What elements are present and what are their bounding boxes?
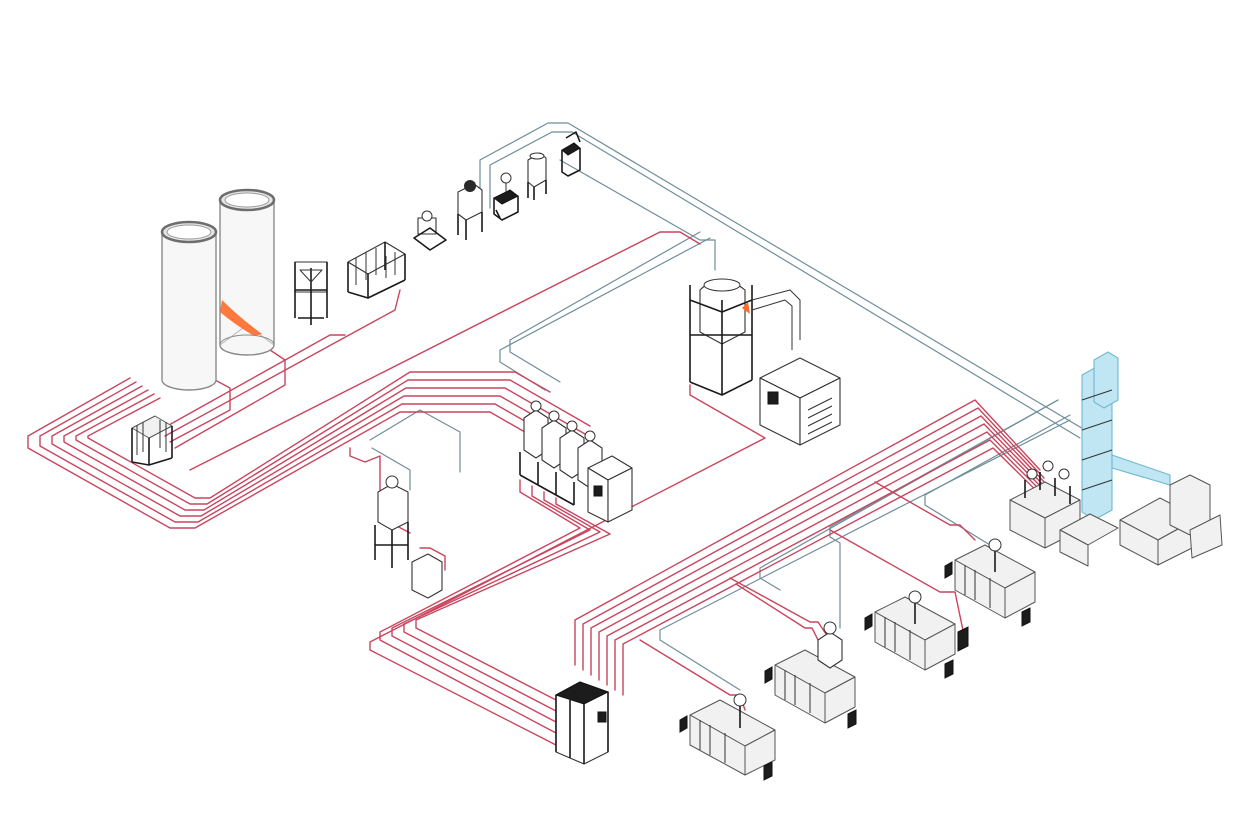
small-loader-1: [413, 210, 447, 251]
material-line: [63, 387, 586, 511]
material-line: [189, 231, 701, 471]
material-line: [27, 377, 571, 529]
material-line: [403, 491, 601, 712]
material-line: [169, 379, 231, 443]
material-line: [622, 447, 1065, 696]
material-line: [729, 577, 831, 641]
silo-discharge-station: [294, 261, 328, 325]
material-line: [51, 385, 581, 517]
small-loader-3: [493, 172, 519, 221]
material-line: [415, 497, 611, 701]
vacuum-line: [369, 409, 461, 473]
material-line: [174, 349, 286, 449]
material-lines: [27, 231, 1065, 746]
injection-machine-2: [864, 590, 969, 679]
material-line: [87, 371, 551, 499]
material-line: [639, 639, 746, 711]
dehumidifier-unit: [759, 357, 841, 446]
material-line: [164, 289, 401, 437]
injection-machine-1: [944, 538, 1036, 627]
gaylord-box: [554, 681, 610, 765]
material-line: [829, 529, 966, 641]
material-line: [369, 384, 766, 746]
vacuum-line: [499, 237, 711, 391]
material-line: [598, 423, 1053, 681]
bag-unloading-station: [347, 241, 406, 299]
material-line: [391, 485, 591, 723]
silo-flame-accent: [220, 300, 262, 336]
material-line: [574, 399, 1041, 666]
material-line: [39, 381, 576, 523]
material-line: [379, 479, 581, 734]
material-line: [419, 547, 446, 571]
injection-machine-4: [679, 693, 776, 781]
vacuum-line: [479, 122, 1086, 431]
small-loader-4: [527, 152, 547, 200]
material-line: [349, 447, 381, 491]
vacuum-line: [489, 131, 1081, 439]
injection-machine-3: [764, 621, 857, 729]
storage-silo-left: [160, 220, 218, 391]
storage-silo-right: [218, 188, 276, 356]
material-line: [159, 334, 346, 431]
blender-station: [374, 475, 443, 599]
material-line: [75, 379, 591, 505]
extrusion-tower: [1009, 351, 1223, 567]
central-dryer-hopper: [689, 278, 801, 396]
vacuum-line: [371, 447, 411, 491]
octabin-station: [131, 415, 173, 466]
small-loader-2: [457, 180, 483, 240]
material-line: [614, 439, 1061, 691]
small-loader-5: [561, 131, 581, 177]
multi-hopper-dryer: [519, 400, 633, 523]
material-line: [582, 407, 1045, 671]
vacuum-line: [509, 231, 701, 383]
vacuum-line: [659, 419, 1071, 691]
material-line: [606, 431, 1057, 686]
material-line: [735, 583, 823, 649]
vacuum-line: [759, 399, 1059, 591]
material-line: [590, 415, 1049, 676]
material-line: [874, 481, 976, 541]
vacuum-line: [559, 159, 716, 271]
